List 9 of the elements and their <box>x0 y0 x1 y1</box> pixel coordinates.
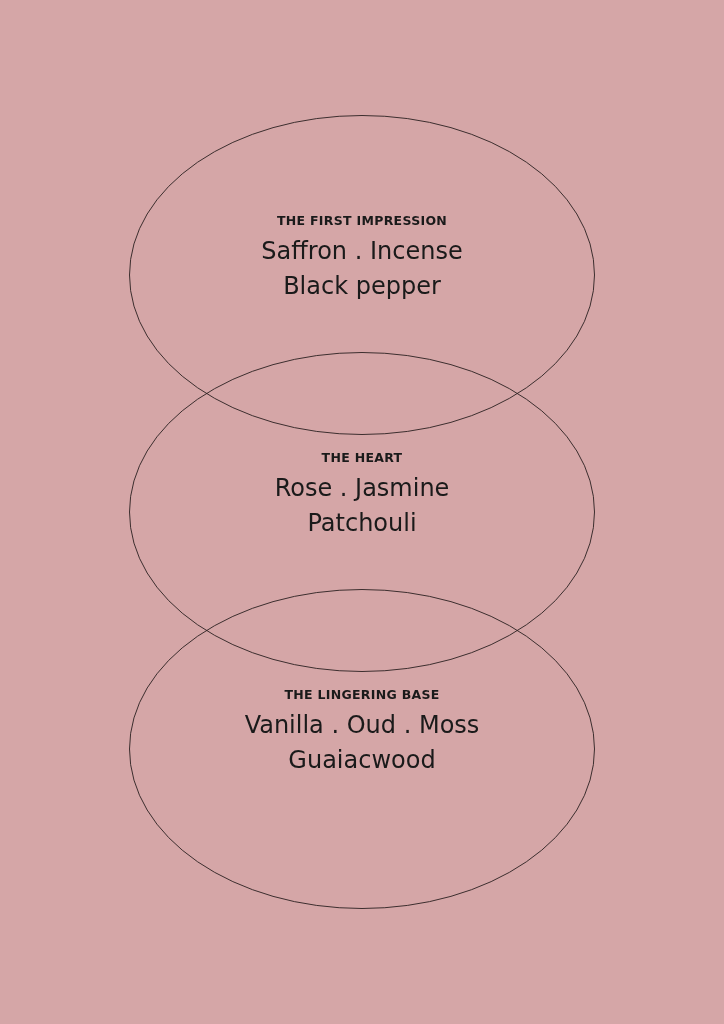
note-list: Guaiacwood <box>288 743 436 778</box>
section-heading: THE HEART <box>321 450 403 465</box>
note-list: Rose . Jasmine <box>274 471 450 506</box>
section-heading: THE FIRST IMPRESSION <box>276 213 448 228</box>
note-list: Black pepper <box>283 269 441 304</box>
note-list: Patchouli <box>307 506 417 541</box>
note-list: Vanilla . Oud . Moss <box>244 708 480 743</box>
note-list: Saffron . Incense <box>261 234 463 269</box>
section-heading: THE LINGERING BASE <box>284 687 440 702</box>
